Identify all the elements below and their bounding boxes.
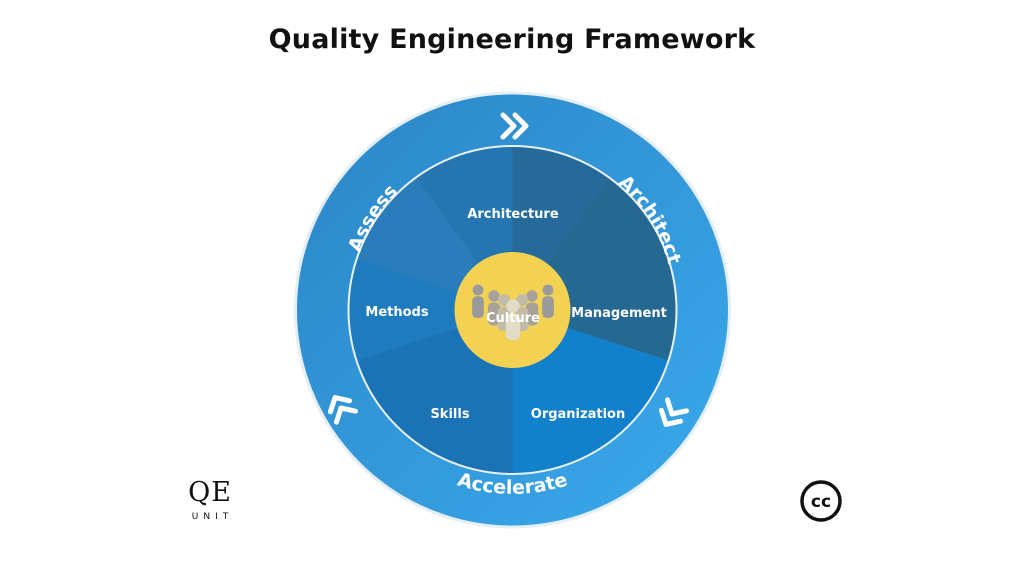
person-head-6 [506,299,520,313]
chevron-down-icon [658,397,690,427]
person-body-0 [472,296,484,318]
core-label: Culture [486,311,540,326]
person-head-1 [542,284,554,296]
person-head-2 [488,290,500,302]
people-icon [472,284,554,341]
chevron-up-icon [327,395,359,425]
person-head-5 [516,294,528,306]
segment-label-organization: Organization [531,407,625,422]
qe-logo-mark: QE [188,477,232,508]
segment-methods [348,259,513,361]
person-body-1 [542,296,554,318]
qe-unit-logo: QE UNIT [180,477,240,523]
person-body-6 [505,313,521,341]
person-head-0 [472,284,484,296]
segments-group [348,146,677,474]
segment-label-methods: Methods [365,305,428,320]
person-head-4 [498,294,510,306]
person-body-3 [525,302,539,326]
person-body-2 [487,302,501,326]
qe-logo-subtitle: UNIT [191,512,234,522]
segment-label-skills: Skills [430,407,469,422]
segment-label-architecture: Architecture [467,207,559,222]
cc-mark-text: cc [811,492,831,512]
person-head-3 [526,290,538,302]
chevron-right-icon [500,112,529,140]
segment-label-management: Management [571,306,667,321]
page-title: Quality Engineering Framework [268,24,756,55]
creative-commons-icon: cc [800,480,842,522]
inner-circle-outline [347,145,678,475]
